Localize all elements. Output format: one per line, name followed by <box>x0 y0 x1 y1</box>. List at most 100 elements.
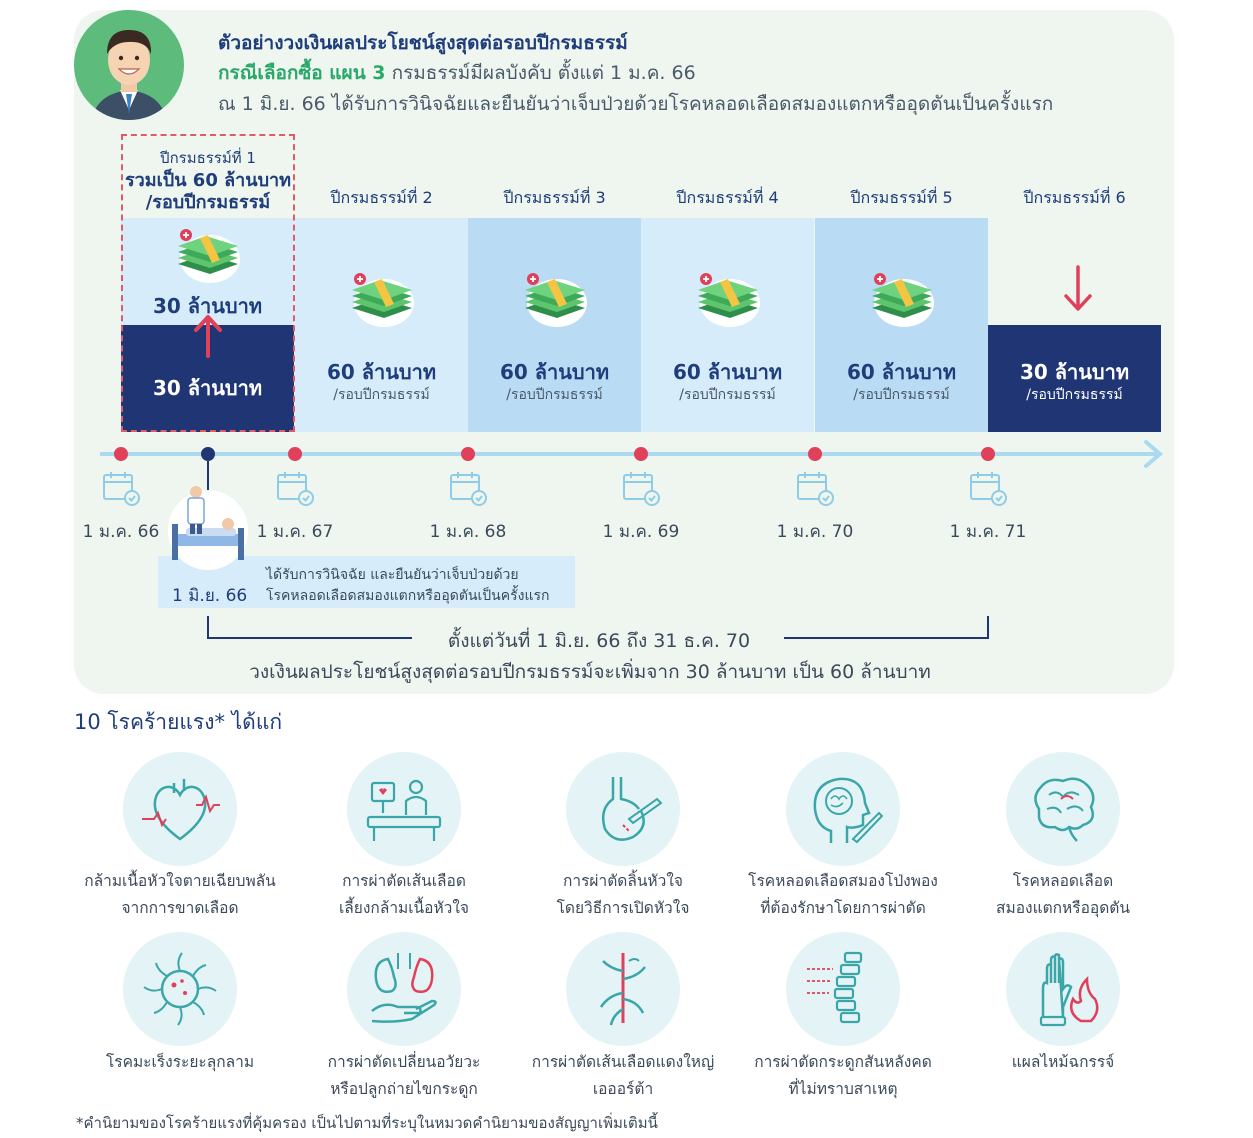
disease-label-2: การผ่าตัดเส้นเลือดเลี้ยงกล้ามเนื้อหัวใจ <box>289 868 519 922</box>
year3-per: /รอบปีกรมธรรม์ <box>506 387 603 403</box>
head-brain-scalpel-icon <box>813 777 883 844</box>
year6-per: /รอบปีกรมธรรม์ <box>1026 387 1123 403</box>
heart-icon <box>142 779 220 841</box>
disease-name: การผ่าตัดลิ้นหัวใจ <box>563 872 683 890</box>
disease-name-2: หรือปลูกถ่ายไขกระดูก <box>330 1080 478 1098</box>
disease-label-6: โรคมะเร็งระยะลุกลาม <box>65 1049 295 1076</box>
cancer-cell-icon <box>143 952 217 1026</box>
burned-hand-icon <box>1039 953 1099 1027</box>
disease-label-9: การผ่าตัดกระดูกสันหลังคดที่ไม่ทราบสาเหตุ <box>728 1049 958 1103</box>
increase-text: วงเงินผลประโยชน์สูงสุดต่อรอบปีกรมธรรม์จะ… <box>249 661 931 683</box>
businessman-icon <box>92 30 166 120</box>
disease-icon-6 <box>123 932 237 1046</box>
money-stack-icon <box>352 273 414 327</box>
money-stack-icon <box>178 229 240 283</box>
timeline <box>100 440 1164 639</box>
aorta-icon <box>599 953 646 1026</box>
timeline-dot <box>114 447 128 461</box>
year2-amount: 60 ล้านบาท <box>326 360 437 384</box>
year1-title: ปีกรมธรรม์ที่ 1 <box>160 149 256 167</box>
disease-name: โรคหลอดเลือดสมองโป่งพอง <box>748 872 938 890</box>
year5-amount: 60 ล้านบาท <box>846 360 957 384</box>
footnote: *คำนิยามของโรคร้ายแรงที่คุ้มครอง เป็นไปต… <box>76 1114 658 1132</box>
disease-name-2: โดยวิธีการเปิดหัวใจ <box>556 899 690 917</box>
disease-name: กล้ามเนื้อหัวใจตายเฉียบพลัน <box>84 872 276 890</box>
date-label: 1 ม.ค. 66 <box>82 522 160 542</box>
disease-name-2: สมองแตกหรืออุดตัน <box>996 899 1130 917</box>
spine-icon <box>807 951 863 1024</box>
range-text: ตั้งแต่วันที่ 1 มิ.ย. 66 ถึง 31 ธ.ค. 70 <box>447 630 751 652</box>
example-title: ตัวอย่างวงเงินผลประโยชน์สูงสุดต่อรอบปีกร… <box>218 32 628 54</box>
surgery-bed-icon <box>366 779 442 841</box>
year2-per: /รอบปีกรมธรรม์ <box>333 387 430 403</box>
disease-label-1: กล้ามเนื้อหัวใจตายเฉียบพลันจากการขาดเลือ… <box>65 868 295 922</box>
range-bracket <box>207 616 989 639</box>
heart-valve-scalpel-icon <box>602 777 663 841</box>
calendar-icon <box>103 472 1007 506</box>
disease-name: แผลไหม้ฉกรรจ์ <box>1011 1053 1115 1071</box>
diseases-title: 10 โรคร้ายแรง* ได้แก่ <box>74 710 283 734</box>
money-stack-icon <box>698 273 760 327</box>
timeline-dot <box>288 447 302 461</box>
year1-added-amount: 30 ล้านบาท <box>152 294 263 318</box>
year1-highlight-frame <box>121 134 295 432</box>
timeline-arrowhead <box>1144 440 1164 468</box>
plan-effective: กรมธรรม์มีผลบังคับ ตั้งแต่ 1 ม.ค. 66 <box>391 62 696 84</box>
disease-icon-5 <box>1006 752 1120 866</box>
brain-icon <box>1034 777 1095 842</box>
date-label: 1 ม.ค. 69 <box>602 522 680 542</box>
disease-name: โรคมะเร็งระยะลุกลาม <box>105 1053 255 1071</box>
disease-icon-2 <box>347 752 461 866</box>
year3-label: ปีกรมธรรม์ที่ 3 <box>503 188 606 207</box>
disease-name: โรคหลอดเลือด <box>1012 872 1114 890</box>
disease-name-2: จากการขาดเลือด <box>121 899 239 917</box>
year6-block <box>988 325 1161 432</box>
diagnosis-date: 1 มิ.ย. 66 <box>172 586 248 606</box>
date-label: 1 ม.ค. 70 <box>776 522 854 542</box>
plan-highlight: กรณีเลือกซื้อ แผน 3 <box>218 62 386 84</box>
disease-label-10: แผลไหม้ฉกรรจ์ <box>948 1049 1178 1076</box>
year1-total: รวมเป็น 60 ล้านบาท <box>125 170 291 191</box>
disease-icon-10 <box>1006 932 1120 1046</box>
diagnosis-text-2: โรคหลอดเลือดสมองแตกหรืออุดตันเป็นครั้งแร… <box>266 588 550 604</box>
timeline-dot <box>808 447 822 461</box>
disease-label-3: การผ่าตัดลิ้นหัวใจโดยวิธีการเปิดหัวใจ <box>508 868 738 922</box>
disease-icon-8 <box>566 932 680 1046</box>
disease-label-7: การผ่าตัดเปลี่ยนอวัยวะหรือปลูกถ่ายไขกระด… <box>289 1049 519 1103</box>
year4-amount: 60 ล้านบาท <box>672 360 783 384</box>
timeline-dot <box>981 447 995 461</box>
disease-name-2: เอออร์ต้า <box>592 1080 654 1098</box>
disease-name: การผ่าตัดเส้นเลือดแดงใหญ่ <box>531 1053 715 1071</box>
date-label: 1 ม.ค. 68 <box>429 522 507 542</box>
year5-label: ปีกรมธรรม์ที่ 5 <box>850 188 953 207</box>
year6-amount: 30 ล้านบาท <box>1019 360 1130 384</box>
year4-per: /รอบปีกรมธรรม์ <box>679 387 776 403</box>
kidney-hand-icon <box>371 953 437 1023</box>
date-label: 1 ม.ค. 67 <box>256 522 334 542</box>
disease-label-4: โรคหลอดเลือดสมองโป่งพองที่ต้องรักษาโดยกา… <box>728 868 958 922</box>
plan-line: กรณีเลือกซื้อ แผน 3 กรมธรรม์มีผลบังคับ ต… <box>218 58 696 88</box>
year1-base-amount: 30 ล้านบาท <box>152 376 263 400</box>
disease-name: การผ่าตัดเส้นเลือด <box>342 872 466 890</box>
year5-per: /รอบปีกรมธรรม์ <box>853 387 950 403</box>
year2-label: ปีกรมธรรม์ที่ 2 <box>330 188 433 207</box>
avatar <box>74 10 184 120</box>
disease-icon-9 <box>786 932 900 1046</box>
diagnosis-line: ณ 1 มิ.ย. 66 ได้รับการวินิจฉัยและยืนยันว… <box>218 93 1054 115</box>
money-stack-icon <box>872 273 934 327</box>
disease-name-2: เลี้ยงกล้ามเนื้อหัวใจ <box>338 899 470 917</box>
disease-label-5: โรคหลอดเลือดสมองแตกหรืออุดตัน <box>948 868 1178 922</box>
year6-label: ปีกรมธรรม์ที่ 6 <box>1023 188 1126 207</box>
diagnosis-text-1: ได้รับการวินิจฉัย และยืนยันว่าเจ็บป่วยด้… <box>266 567 519 583</box>
disease-icon-4 <box>786 752 900 866</box>
arrow-down-icon <box>1064 265 1092 311</box>
year1-per: /รอบปีกรมธรรม์ <box>145 192 271 213</box>
disease-icon-1 <box>123 752 237 866</box>
arrow-up-icon <box>194 315 222 358</box>
disease-name-2: ที่ต้องรักษาโดยการผ่าตัด <box>760 899 926 917</box>
diagnosis-dot <box>201 447 215 461</box>
disease-label-8: การผ่าตัดเส้นเลือดแดงใหญ่เอออร์ต้า <box>508 1049 738 1103</box>
disease-name: การผ่าตัดเปลี่ยนอวัยวะ <box>327 1053 481 1071</box>
disease-name: การผ่าตัดกระดูกสันหลังคด <box>754 1053 932 1071</box>
year3-amount: 60 ล้านบาท <box>499 360 610 384</box>
